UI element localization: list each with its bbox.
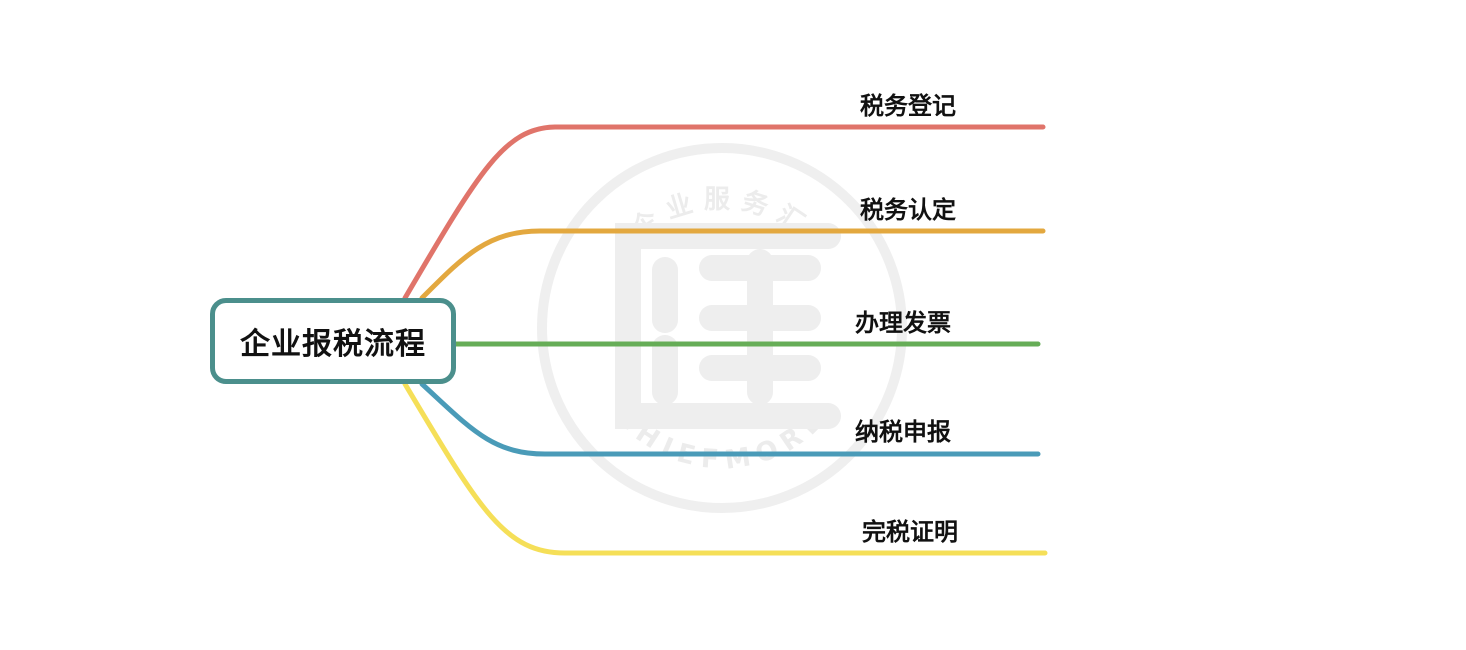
branch-line-2	[419, 228, 1046, 301]
branch-line-4	[419, 381, 1041, 457]
watermark-emblem	[615, 223, 841, 429]
branch-line-5	[402, 381, 1048, 556]
central-topic-node[interactable]: 企业报税流程	[210, 298, 456, 384]
branch-label-2[interactable]: 税务认定	[860, 196, 956, 224]
branch-label-1[interactable]: 税务登记	[860, 92, 956, 120]
central-topic-label: 企业报税流程	[240, 327, 426, 362]
branch-label-3[interactable]: 办理发票	[855, 309, 951, 337]
branch-line-1	[402, 124, 1046, 301]
branch-label-4[interactable]: 纳税申报	[855, 418, 951, 446]
branch-label-5[interactable]: 完税证明	[862, 518, 958, 546]
